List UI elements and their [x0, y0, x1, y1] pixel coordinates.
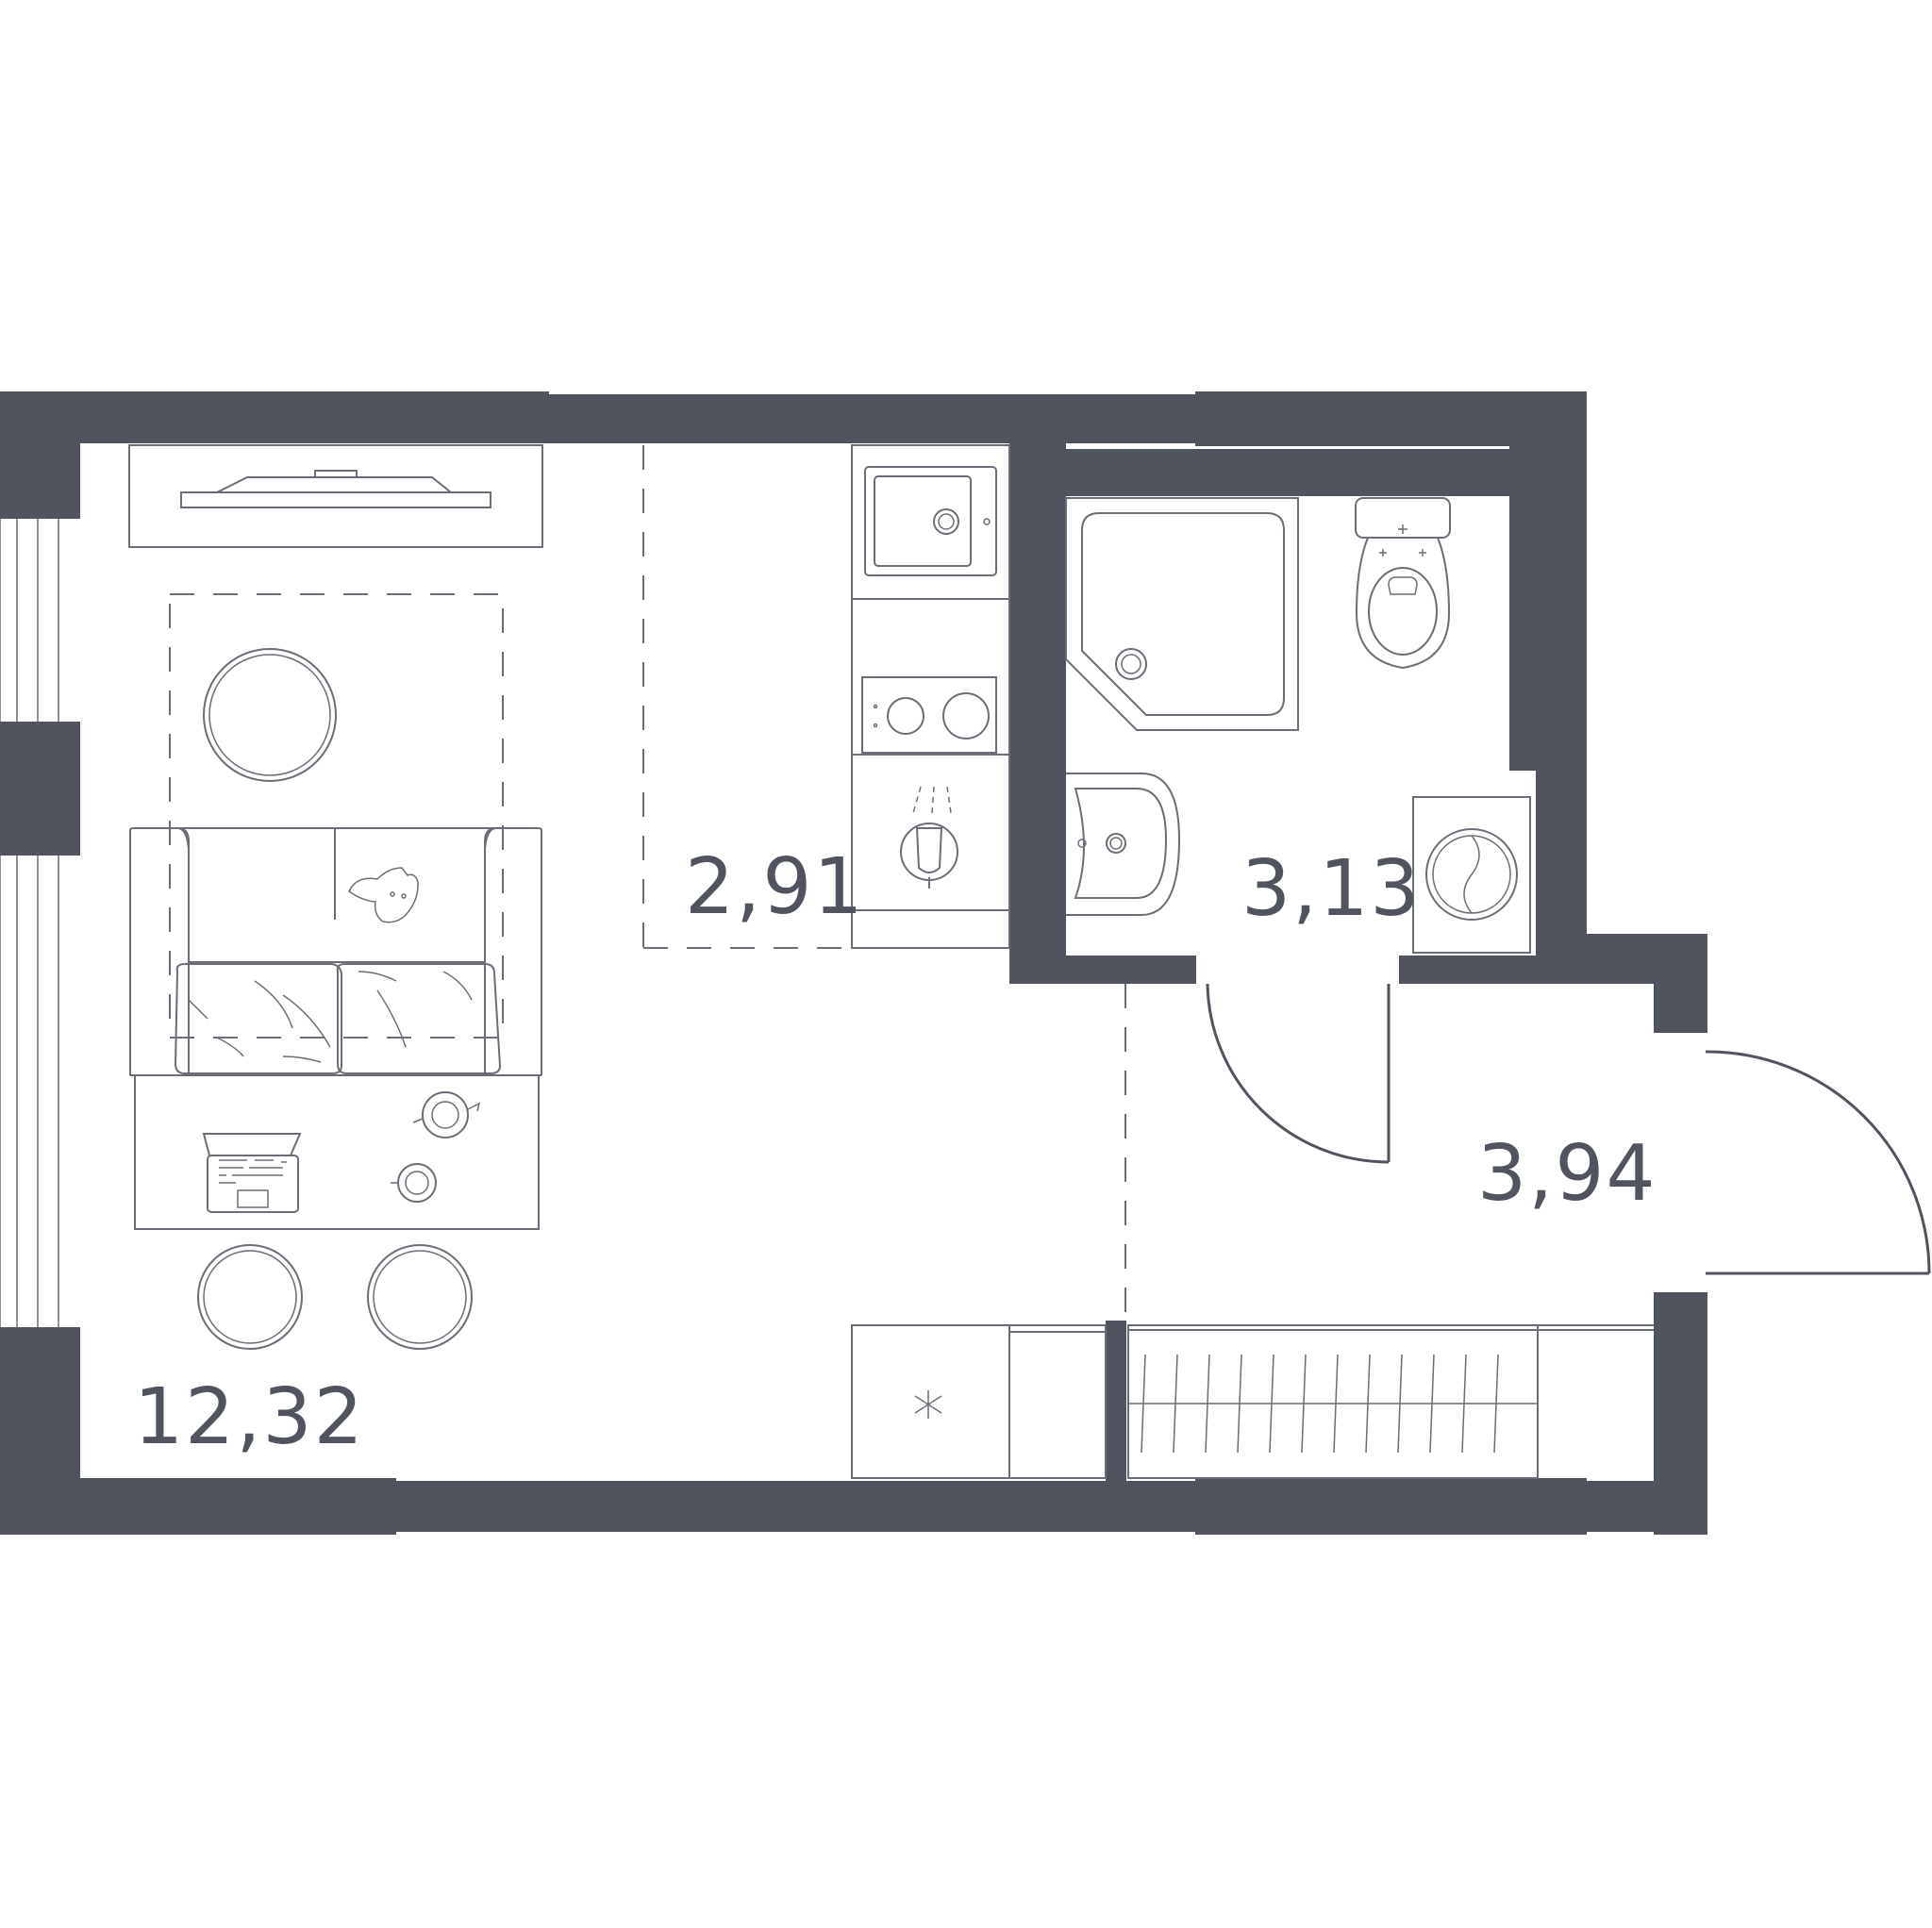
wall-bottom-right [1195, 1478, 1587, 1535]
wall-entry-pier-bottom [1654, 1292, 1707, 1535]
entrance-door [1705, 1050, 1931, 1275]
wall-bath-right [1509, 443, 1587, 771]
room-area-living: 12,32 [134, 1372, 365, 1462]
wall-bottom-left [0, 1478, 396, 1535]
kitchen-counter [851, 444, 1010, 949]
wall-bath-bottom-left [1009, 956, 1196, 984]
cabinet [851, 1324, 1107, 1479]
teapot-icon [412, 1091, 481, 1139]
stool [367, 1244, 473, 1350]
table [134, 1074, 540, 1230]
cat-icon [348, 867, 419, 923]
tap-icon [900, 786, 958, 889]
cooktop [861, 676, 997, 754]
window-upper [0, 519, 59, 722]
round-pouf [203, 648, 337, 782]
wall-top [549, 394, 1195, 443]
wall-entry-pier-top [1654, 934, 1707, 1033]
sink [864, 466, 997, 576]
shower-tray [1065, 497, 1299, 731]
bathroom-door [1206, 983, 1391, 1164]
wall-left-top [0, 391, 80, 519]
rug-outline [169, 593, 504, 1039]
wardrobe [1127, 1324, 1654, 1479]
laptop-icon [202, 1133, 302, 1213]
room-area-kitchen: 2,91 [685, 842, 865, 932]
wall-bath-ceiling [1009, 449, 1536, 496]
walls [0, 391, 1707, 1535]
wall-bottom [396, 1481, 1195, 1532]
cup-icon [391, 1163, 437, 1203]
wall-top-right [1195, 391, 1587, 446]
window-lower [0, 856, 59, 1327]
wall-kitchen-bath [1009, 443, 1066, 984]
wall-wardrobe-side [1106, 1321, 1126, 1481]
stool [197, 1244, 303, 1350]
washbasin [1066, 773, 1181, 916]
room-area-bathroom: 3,13 [1241, 844, 1422, 934]
wall-top-left [0, 391, 549, 443]
room-area-hallway: 3,94 [1477, 1129, 1657, 1219]
tv-console [128, 444, 543, 548]
wall-left-pier [0, 722, 80, 856]
washing-machine [1412, 796, 1531, 954]
toilet [1355, 497, 1451, 670]
wall-left-bottom [0, 1327, 80, 1481]
cushions [174, 963, 502, 1074]
